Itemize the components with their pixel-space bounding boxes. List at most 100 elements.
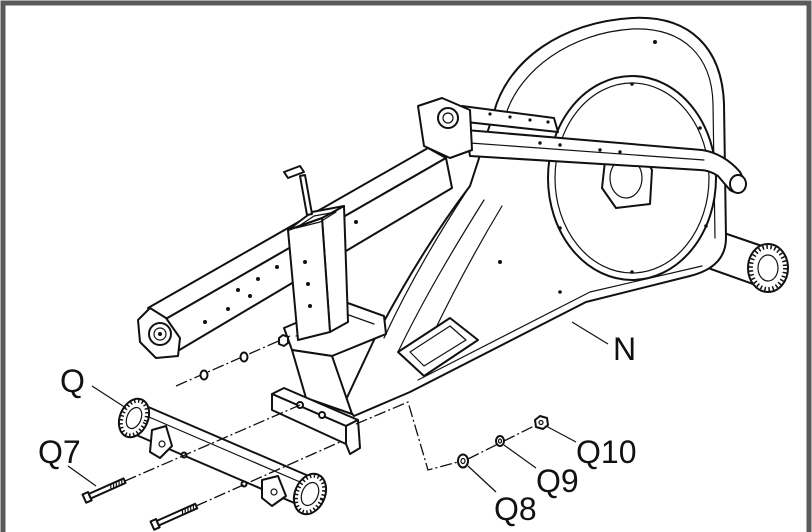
washer-q9 bbox=[495, 435, 505, 447]
post-hole bbox=[303, 260, 307, 264]
part-label-n: N bbox=[613, 331, 636, 367]
front-stabilizer bbox=[117, 397, 328, 516]
housing-rib-line bbox=[431, 205, 503, 337]
leader-line-q bbox=[91, 385, 127, 409]
post-front-face bbox=[287, 217, 331, 341]
rear-end-cap bbox=[747, 243, 789, 293]
t-knob-handle bbox=[283, 165, 305, 179]
arm-hole bbox=[546, 120, 550, 124]
housing-rib-line bbox=[383, 191, 467, 339]
rear-end-cap-knurl bbox=[749, 245, 787, 291]
housing-screw bbox=[558, 290, 562, 294]
flat-washer-hole bbox=[460, 457, 466, 465]
assembly-guide-lines bbox=[124, 335, 537, 507]
part-label-q: Q bbox=[60, 363, 85, 399]
washer bbox=[199, 369, 209, 381]
nut bbox=[278, 334, 289, 347]
wheel-bracket-hole bbox=[158, 440, 166, 448]
front-left-end-cap-knurl bbox=[118, 398, 150, 438]
handlebar-arm bbox=[417, 97, 747, 194]
rail-adjust-hole bbox=[256, 277, 260, 281]
part-label-q8: Q8 bbox=[494, 491, 537, 527]
housing-lower-edge-line bbox=[417, 265, 703, 381]
rail-adjust-hole bbox=[236, 288, 240, 292]
nut bbox=[534, 415, 549, 430]
assembly-guide-line bbox=[195, 441, 341, 507]
bolt-thread bbox=[110, 478, 123, 491]
rear-end-cap-center bbox=[757, 254, 779, 282]
arm-hole bbox=[538, 141, 542, 145]
post-top-opening bbox=[295, 211, 337, 229]
wheel-bracket bbox=[149, 425, 173, 459]
disc-rivet bbox=[630, 270, 634, 274]
arm-hole bbox=[528, 118, 532, 122]
rail-adjust-hole bbox=[248, 294, 252, 298]
post-hole bbox=[308, 304, 312, 308]
part-label-q9: Q9 bbox=[536, 463, 579, 499]
bolt-thread bbox=[181, 504, 195, 516]
housing-rim-line bbox=[505, 28, 716, 239]
arm-hole bbox=[558, 143, 562, 147]
spring-washer-hole bbox=[497, 438, 503, 444]
post-fasteners bbox=[199, 334, 289, 381]
leader-line-q10 bbox=[545, 425, 577, 443]
nut-q10 bbox=[534, 415, 549, 430]
part-labels: N Q Q7 Q8 Q9 Q10 bbox=[38, 331, 636, 527]
long-arm-edge-line bbox=[469, 142, 705, 161]
arm-hole bbox=[598, 148, 602, 152]
arm-hole bbox=[508, 115, 512, 119]
part-label-q10: Q10 bbox=[576, 434, 636, 470]
housing-screw bbox=[498, 260, 502, 264]
disc-rivet bbox=[704, 224, 708, 228]
flat-washer bbox=[457, 453, 469, 469]
part-label-q7: Q7 bbox=[38, 434, 81, 470]
bolt-shaft bbox=[87, 477, 127, 500]
wheel-bracket-hole bbox=[270, 488, 278, 496]
front-right-end-cap-center bbox=[300, 481, 320, 507]
washer-q8 bbox=[457, 453, 469, 469]
housing-rib-line bbox=[397, 199, 485, 353]
housing-slot-inner bbox=[409, 325, 467, 367]
rail-end-wheel-axle bbox=[158, 332, 162, 336]
disc-rivet bbox=[558, 226, 562, 230]
disc-rivet bbox=[698, 126, 702, 130]
housing-screw bbox=[653, 40, 657, 44]
front-upright-assembly bbox=[271, 165, 387, 455]
rail-adjust-hole bbox=[275, 265, 279, 269]
flywheel-housing bbox=[343, 16, 727, 417]
leader-lines bbox=[67, 321, 609, 493]
rail-end-wheel-hub bbox=[153, 327, 167, 341]
bolt-q7 bbox=[81, 477, 127, 504]
leader-line-q8 bbox=[467, 465, 497, 493]
bolt-q7 bbox=[149, 502, 199, 531]
rail-adjust-hole bbox=[203, 320, 207, 324]
arm-hole bbox=[488, 112, 492, 116]
front-left-end-cap-center bbox=[125, 406, 143, 430]
assembly-guide-line bbox=[175, 335, 291, 387]
arm-end-cap bbox=[729, 174, 747, 194]
assembly-guide-line bbox=[355, 401, 459, 471]
nut-hole bbox=[538, 419, 544, 426]
front-right-end-cap-knurl bbox=[293, 473, 327, 515]
leader-line-q7 bbox=[67, 465, 97, 487]
pivot-roller bbox=[437, 107, 459, 129]
pivot-roller-hub bbox=[442, 112, 454, 124]
post-hole bbox=[306, 282, 310, 286]
front-stabilizer-highlight bbox=[141, 413, 308, 486]
rail-adjust-hole bbox=[226, 307, 230, 311]
leader-line-q9 bbox=[503, 444, 537, 469]
bolt-shaft bbox=[155, 502, 199, 527]
assembly-guide-line bbox=[124, 404, 301, 482]
disc-rivet bbox=[630, 82, 634, 86]
assembly-guide-line bbox=[467, 424, 537, 460]
rail-adjust-hole bbox=[354, 220, 358, 224]
washer bbox=[239, 351, 249, 363]
bracket-end-tab bbox=[345, 419, 361, 455]
spring-washer bbox=[495, 435, 505, 447]
bracket-bolt-hole bbox=[318, 411, 326, 419]
arm-hole bbox=[618, 150, 622, 154]
wheel-bracket bbox=[261, 475, 287, 507]
knob-stem bbox=[299, 174, 313, 216]
